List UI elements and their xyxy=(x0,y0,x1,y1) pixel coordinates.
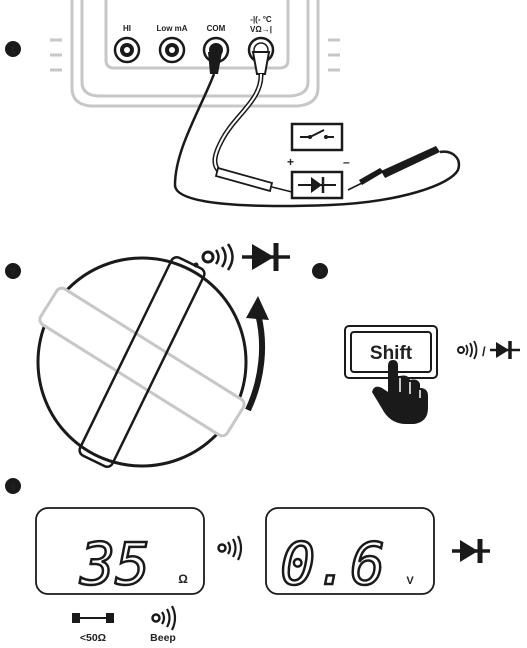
black-probe xyxy=(347,146,440,191)
hand-pointer-icon xyxy=(372,360,428,424)
continuity-icon xyxy=(201,243,234,271)
red-probe xyxy=(214,166,293,193)
jack-label-low-ma: Low mA xyxy=(156,24,187,33)
step-3: 3 Shift / xyxy=(312,263,520,424)
step-number: 2 xyxy=(10,267,16,278)
dial-knob-pointer xyxy=(78,256,206,468)
beep-icon xyxy=(151,605,177,631)
shift-button-label: Shift xyxy=(370,343,413,364)
jack-low-ma xyxy=(158,36,186,64)
step-number: 1 xyxy=(10,45,16,56)
diode-icon xyxy=(290,170,344,200)
polarity-minus: – xyxy=(343,155,350,169)
black-test-lead xyxy=(173,73,461,208)
resistor-icon xyxy=(72,613,114,623)
dial-knob-previous-position xyxy=(38,286,246,438)
meter-body xyxy=(50,0,340,108)
beep-label: Beep xyxy=(150,632,176,644)
diode-display: 0.6 V xyxy=(265,507,435,599)
red-plug xyxy=(251,51,271,75)
black-plug xyxy=(208,52,222,74)
diode-icon xyxy=(452,539,490,563)
jack-label-volt-ohm-diode: VΩ→| xyxy=(250,25,272,34)
step-badge-1 xyxy=(5,41,21,57)
shift-button[interactable]: Shift xyxy=(344,325,438,379)
rotary-dial xyxy=(36,256,248,468)
polarity-plus: + xyxy=(287,155,294,169)
jack-label-temp-cap: -|(- °C xyxy=(250,15,272,24)
svg-text:/: / xyxy=(482,344,486,359)
continuity-reading: 35 xyxy=(79,530,150,598)
switch-icon xyxy=(290,122,344,152)
continuity-unit: Ω xyxy=(178,572,188,586)
continuity-icon xyxy=(217,535,243,561)
step-badge-3 xyxy=(312,263,328,279)
step-number: 4 xyxy=(10,482,16,493)
step-number: 3 xyxy=(317,267,323,278)
red-test-lead xyxy=(212,73,264,174)
step-2: 2 xyxy=(5,243,290,468)
step-badge-4 xyxy=(5,478,21,494)
jack-label-com: COM xyxy=(207,24,226,33)
diode-reading: 0.6 xyxy=(280,530,385,598)
step-badge-2 xyxy=(5,263,21,279)
continuity-display: 35 Ω xyxy=(35,507,205,599)
diode-icon xyxy=(242,243,290,271)
shift-function-hint: / xyxy=(457,340,520,360)
step-1: 1 HI Low mA COM -|(- °C VΩ→| xyxy=(5,0,461,208)
rotate-arrow-icon xyxy=(245,296,269,412)
jack-hi xyxy=(113,36,141,64)
step-4: 4 35 Ω 0.6 V <50Ω xyxy=(5,478,490,644)
diode-unit: V xyxy=(406,575,414,587)
threshold-label: <50Ω xyxy=(80,632,106,644)
jack-label-hi: HI xyxy=(123,24,131,33)
